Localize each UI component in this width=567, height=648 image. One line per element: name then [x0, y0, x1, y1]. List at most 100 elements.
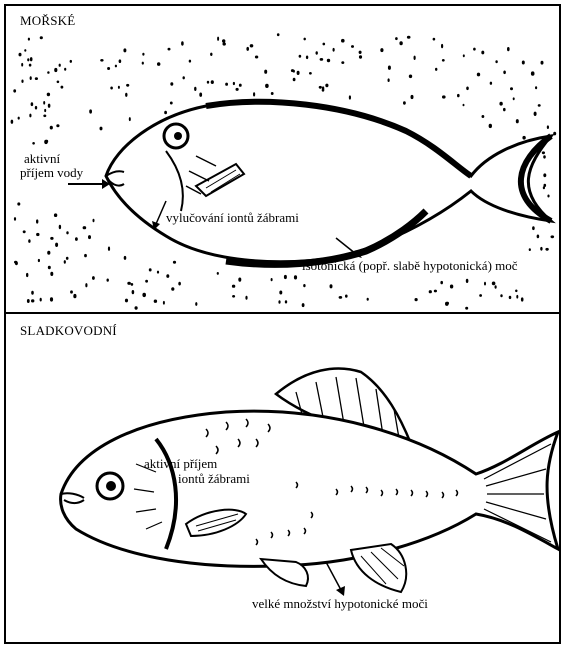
- water-dot: [57, 81, 60, 84]
- gill-excretion-label: vylučování iontů žábrami: [166, 211, 299, 225]
- water-dot: [510, 87, 513, 90]
- water-dot: [303, 284, 305, 287]
- water-dot: [232, 285, 235, 288]
- water-dot: [246, 47, 249, 51]
- water-dot: [14, 261, 17, 264]
- water-dot: [110, 87, 113, 90]
- water-dot: [154, 300, 157, 303]
- water-dot: [173, 261, 176, 264]
- water-dot: [107, 67, 110, 70]
- water-dot: [232, 295, 235, 298]
- water-dot: [73, 294, 76, 298]
- water-dot: [409, 75, 412, 79]
- water-dot: [100, 59, 103, 62]
- water-dot: [543, 186, 545, 189]
- water-dot: [108, 247, 110, 251]
- water-dot: [29, 114, 31, 118]
- water-dot: [302, 303, 305, 307]
- water-dot: [75, 237, 78, 241]
- water-intake-label-line1: aktivní: [24, 152, 60, 166]
- water-dot: [223, 42, 226, 45]
- water-dot: [48, 266, 51, 269]
- water-dot: [119, 59, 122, 63]
- water-dot: [211, 80, 214, 84]
- water-dot: [239, 84, 242, 87]
- water-dot: [145, 280, 148, 283]
- water-dot: [31, 102, 34, 106]
- water-dot: [135, 306, 138, 309]
- water-dot: [547, 125, 549, 129]
- water-dot: [330, 284, 333, 288]
- water-dot: [264, 70, 267, 74]
- water-dot: [93, 219, 95, 222]
- water-dot: [294, 275, 297, 279]
- water-dot: [495, 285, 497, 288]
- water-dot: [466, 87, 469, 91]
- water-dot: [411, 95, 414, 99]
- water-dot: [388, 78, 390, 82]
- water-dot: [28, 38, 30, 41]
- water-dot: [543, 173, 546, 177]
- water-dot: [304, 38, 306, 41]
- water-dot: [217, 37, 219, 41]
- water-dot: [309, 72, 312, 75]
- water-dot: [503, 71, 506, 75]
- water-dot: [44, 109, 46, 112]
- water-dot: [132, 290, 135, 294]
- ion-uptake-label-line1: aktivní příjem: [144, 457, 217, 471]
- water-dot: [403, 101, 406, 104]
- water-dot: [194, 87, 196, 91]
- water-dot: [522, 61, 525, 65]
- water-dot: [30, 57, 33, 61]
- water-dot: [207, 81, 209, 84]
- water-dot: [27, 299, 30, 303]
- water-dot: [125, 299, 128, 303]
- water-dot: [507, 47, 510, 51]
- freshwater-fish-panel: SLADKOVODNÍ aktivní příjem iontů žábrami…: [4, 312, 561, 644]
- water-dot: [47, 93, 50, 97]
- water-dot: [50, 297, 53, 301]
- water-dot: [129, 117, 131, 121]
- water-dot: [89, 109, 92, 113]
- water-dot: [126, 84, 129, 87]
- water-dot: [547, 195, 549, 198]
- water-dot: [323, 43, 326, 46]
- water-dot: [142, 293, 146, 297]
- water-dot: [341, 39, 345, 43]
- water-dot: [85, 283, 87, 287]
- water-dot: [543, 155, 546, 158]
- water-dot: [399, 41, 402, 45]
- water-dot: [170, 102, 173, 105]
- water-dot: [538, 104, 541, 107]
- water-dot: [359, 51, 362, 54]
- water-dot: [195, 302, 197, 306]
- water-dot: [178, 282, 181, 286]
- water-dot: [66, 231, 68, 234]
- water-dot: [183, 76, 185, 79]
- water-dot: [29, 64, 32, 67]
- water-dot: [225, 83, 228, 86]
- water-dot: [17, 202, 20, 205]
- water-dot: [322, 89, 325, 92]
- water-dot: [48, 104, 51, 108]
- water-dot: [466, 279, 469, 283]
- water-dot: [35, 106, 37, 110]
- water-dot: [40, 298, 42, 302]
- water-dot: [157, 271, 159, 274]
- water-dot: [38, 259, 40, 262]
- water-dot: [490, 82, 492, 85]
- water-dot: [59, 225, 61, 229]
- water-dot: [500, 294, 502, 297]
- water-dot: [36, 233, 39, 236]
- water-dot: [131, 283, 134, 286]
- water-dot: [442, 59, 445, 62]
- water-dot: [64, 68, 66, 71]
- water-dot: [380, 48, 383, 52]
- water-dot: [14, 217, 16, 221]
- water-dot: [325, 84, 328, 88]
- water-dot: [54, 68, 57, 72]
- water-dot: [531, 71, 535, 75]
- water-dot: [540, 247, 542, 251]
- water-dot: [54, 213, 57, 217]
- water-dot: [142, 53, 144, 56]
